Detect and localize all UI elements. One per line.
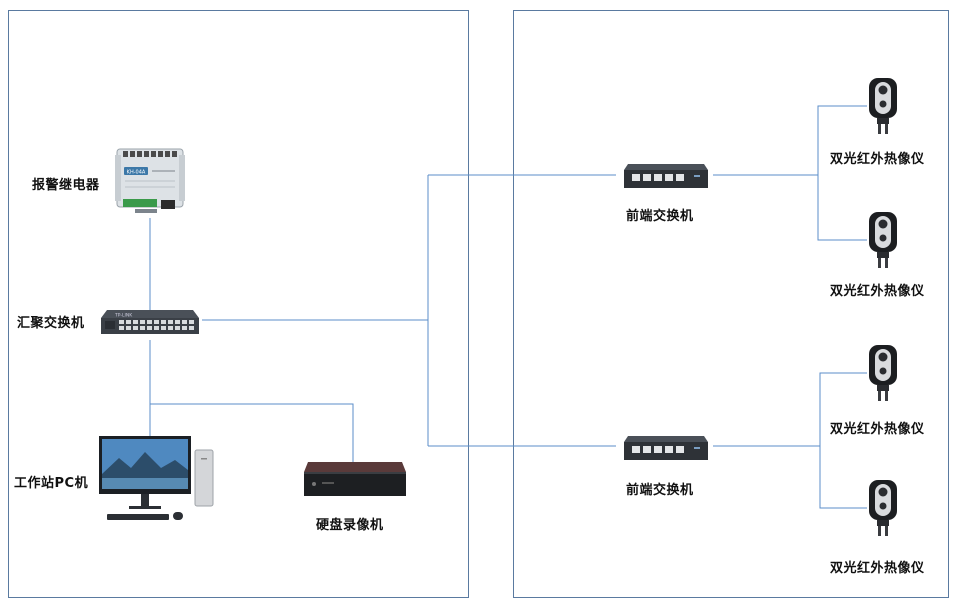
thermal-camera-3-device: [869, 345, 897, 401]
wire-split-cam3: [819, 372, 867, 446]
thermal-camera-3-label: 双光红外热像仪: [830, 422, 925, 437]
edge-switch-1-label: 前端交换机: [626, 209, 694, 224]
thermal-camera-1-device: [869, 78, 897, 134]
workstation-label: 工作站PC机: [14, 476, 89, 491]
edge-switch-2-label: 前端交换机: [626, 483, 694, 498]
alarm-relay-device: KH-04A: [115, 148, 185, 213]
wire-split-cam1: [817, 105, 867, 175]
svg-text:TP-LINK: TP-LINK: [114, 313, 133, 319]
core-switch-device: TP-LINK: [101, 310, 199, 334]
wire-core-nvr: [150, 403, 354, 462]
wire-split-cam4: [819, 446, 867, 509]
edge-switch-1-device: [624, 164, 708, 188]
svg-text:KH-04A: KH-04A: [127, 170, 146, 176]
core-switch-label: 汇聚交换机: [17, 316, 85, 331]
alarm-relay-label: 报警继电器: [32, 178, 100, 193]
thermal-camera-2-device: [869, 212, 897, 268]
field-area-frame: [513, 10, 949, 598]
nvr-device: [304, 462, 406, 496]
edge-switch-2-device: [624, 436, 708, 460]
control-room-frame: [8, 10, 469, 598]
thermal-camera-4-label: 双光红外热像仪: [830, 561, 925, 576]
thermal-camera-2-label: 双光红外热像仪: [830, 284, 925, 299]
thermal-camera-1-label: 双光红外热像仪: [830, 152, 925, 167]
workstation-device: [99, 436, 214, 520]
wire-split-cam2: [817, 175, 867, 241]
thermal-camera-4-device: [869, 480, 897, 536]
nvr-label: 硬盘录像机: [316, 518, 384, 533]
